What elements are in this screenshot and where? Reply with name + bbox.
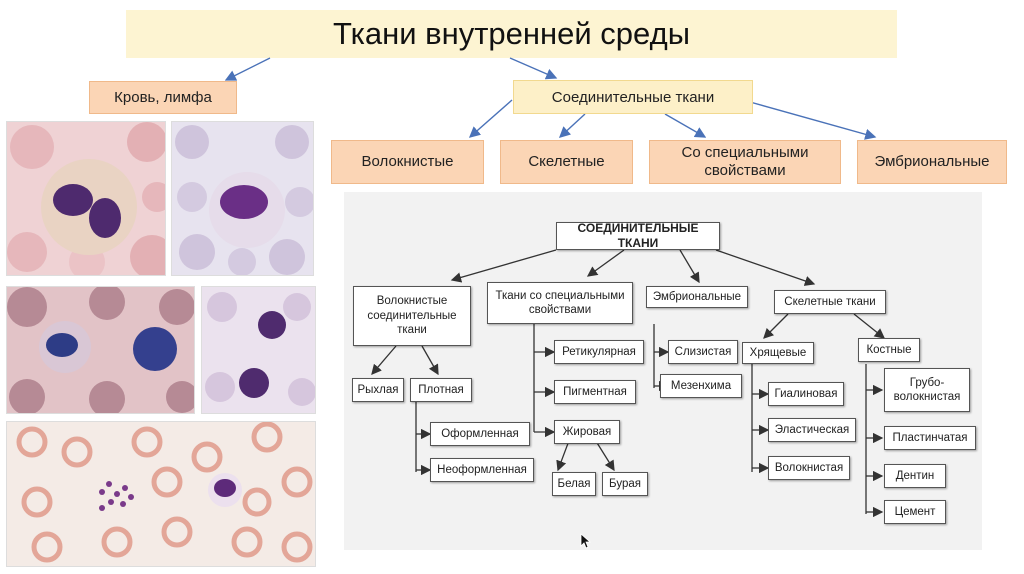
blood-cell-photo-2 [171, 121, 314, 276]
scheme-fat: Жировая [554, 420, 620, 444]
scheme-special: Ткани со специальными свойствами [487, 282, 633, 324]
scheme-brown-fat: Бурая [602, 472, 648, 496]
scheme-skeletal: Скелетные ткани [774, 290, 886, 314]
scheme-elastic: Эластическая [768, 418, 856, 442]
scheme-formed: Оформленная [430, 422, 530, 446]
blood-cell-photo-5 [6, 421, 316, 567]
scheme-reticular: Ретикулярная [554, 340, 644, 364]
scheme-unformed: Неоформленная [430, 458, 534, 482]
blood-lymph-box: Кровь, лимфа [89, 81, 237, 114]
top-arrows [224, 57, 877, 140]
scheme-loose: Рыхлая [352, 378, 404, 402]
blood-cell-photo-4 [201, 286, 316, 414]
scheme-mesenchyme: Мезенхима [660, 374, 742, 398]
scheme-dentin: Дентин [884, 464, 946, 488]
scheme-root: СОЕДИНИТЕЛЬНЫЕ ТКАНИ [556, 221, 720, 250]
scheme-cement: Цемент [884, 500, 946, 524]
scheme-cartilage: Хрящевые [742, 342, 814, 364]
scheme-bone: Костные [858, 338, 920, 362]
subtype-fibrous: Волокнистые [331, 140, 484, 184]
scheme-embryonic: Эмбриональные [646, 286, 748, 308]
scheme-white-fat: Белая [552, 472, 596, 496]
scheme-fibrous-cartilage: Волокнистая [768, 456, 850, 480]
subtype-skeletal: Скелетные [500, 140, 633, 184]
scheme-mucous: Слизистая [668, 340, 738, 364]
blood-cell-photo-3 [6, 286, 195, 414]
blood-cell-photo-1 [6, 121, 166, 276]
scheme-hyaline: Гиалиновая [768, 382, 844, 406]
subtype-embryonic: Эмбриональные [857, 140, 1007, 184]
page-title: Ткани внутренней среды [126, 10, 897, 58]
scheme-dense: Плотная [410, 378, 472, 402]
connective-tissue-scheme: СОЕДИНИТЕЛЬНЫЕ ТКАНИ Волокнистые соедини… [344, 192, 982, 550]
scheme-connectors [371, 249, 886, 518]
scheme-pigment: Пигментная [554, 380, 636, 404]
mouse-cursor-icon [580, 533, 592, 549]
subtype-special: Со специальными свойствами [649, 140, 841, 184]
connective-tissue-box: Соединительные ткани [513, 80, 753, 114]
scheme-lamellar-bone: Пластинчатая [884, 426, 976, 450]
scheme-coarse-bone: Грубо-волокнистая [884, 368, 970, 412]
scheme-fibrous: Волокнистые соединительные ткани [353, 286, 471, 346]
